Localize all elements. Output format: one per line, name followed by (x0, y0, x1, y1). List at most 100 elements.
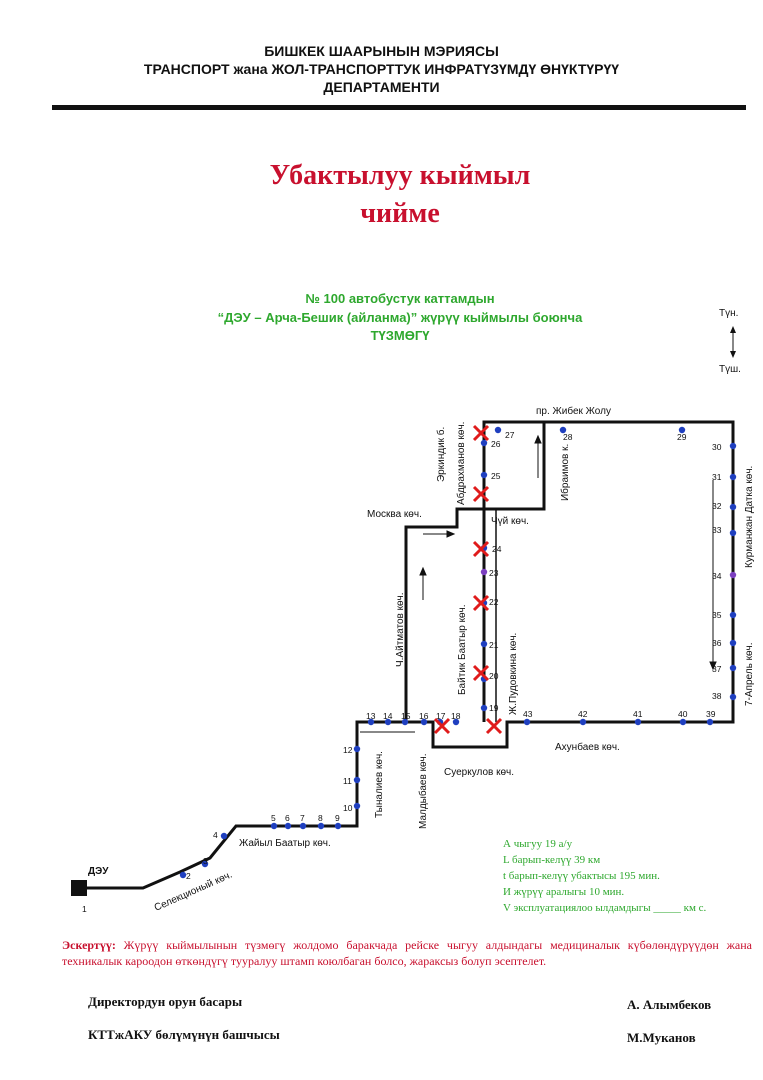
route-ibraimov-segment (484, 422, 546, 511)
closure-cross-2-stroke-2 (472, 485, 490, 503)
route-abdrakhmanov-segment (404, 422, 486, 722)
stop-marker-38 (729, 693, 737, 701)
stop-number-29: 29 (677, 432, 687, 442)
title-line-2: чийме (360, 198, 440, 229)
header-line-3: ДЕПАРТАМЕНТИ (323, 79, 440, 95)
street-tynaliev: Тыналиев көч. (374, 751, 385, 818)
stop-number-9: 9 (335, 813, 340, 823)
street-moskva: Москва көч. (367, 509, 422, 520)
stop-number-8: 8 (318, 813, 323, 823)
subtitle-line-2: “ДЭУ – Арча-Бешик (айланма)” жүрүү кыймы… (217, 310, 583, 325)
stop-marker-34 (729, 571, 737, 579)
street-chui: Чүй көч. (491, 516, 529, 527)
stop-marker-28 (559, 426, 567, 434)
stop-marker-33 (729, 529, 737, 537)
terminal-label: ДЭУ (88, 866, 109, 877)
closure-cross-5-stroke-2 (472, 664, 490, 682)
stop-marker-3 (201, 860, 209, 868)
stop-number-33: 33 (712, 525, 722, 535)
stop-number-36: 36 (712, 638, 722, 648)
stop-number-26: 26 (491, 439, 501, 449)
stop-marker-26 (480, 439, 488, 447)
stop-number-43: 43 (523, 709, 533, 719)
stop-marker-41 (634, 718, 642, 726)
stop-number-23: 23 (489, 568, 499, 578)
stop-number-39: 39 (706, 709, 716, 719)
stop-number-21: 21 (489, 640, 499, 650)
stop-number-17: 17 (436, 711, 446, 721)
signature-role-1: Директордун орун басары (88, 994, 243, 1009)
stop-number-32: 32 (712, 501, 722, 511)
stop-number-41: 41 (633, 709, 643, 719)
note-text: Жүрүү кыймылынын түзмөгү жолдомо баракча… (62, 938, 752, 968)
stop-marker-14 (384, 718, 392, 726)
stop-number-20: 20 (489, 671, 499, 681)
subtitle-line-1: № 100 автобустук каттамдын (305, 291, 495, 306)
stop-marker-42 (579, 718, 587, 726)
stop-number-3: 3 (203, 856, 208, 866)
stop-number-15: 15 (401, 711, 411, 721)
stop-number-28: 28 (563, 432, 573, 442)
terminal-square (71, 880, 87, 896)
stop-marker-37 (729, 664, 737, 672)
stop-marker-9 (334, 822, 342, 830)
stop-number-12: 12 (343, 745, 353, 755)
arrow-kurmanzhan-head (709, 661, 717, 671)
stop-number-19: 19 (489, 703, 499, 713)
stop-marker-29 (678, 426, 686, 434)
stop-marker-31 (729, 473, 737, 481)
compass-north-label: Түн. (719, 308, 738, 319)
header-line-2: ТРАНСПОРТ жана ЖОЛ-ТРАНСПОРТТУК ИНФРАТҮЗ… (143, 61, 620, 77)
info-interval: И жүрүү аралыгы 10 мин. (503, 886, 625, 898)
stop-marker-6 (284, 822, 292, 830)
street-suerkulov: Суеркулов көч. (444, 767, 514, 778)
stop-number-31: 31 (712, 472, 722, 482)
street-kurmanzhan: Курманжан Датка көч. (744, 466, 755, 568)
route-info: А чыгуу 19 а/у L барып-келүү 39 км t бар… (503, 836, 706, 916)
stop-number-25: 25 (491, 471, 501, 481)
closure-cross-7-stroke-2 (485, 717, 503, 735)
closure-cross-4-stroke-2 (472, 594, 490, 612)
stop-marker-36 (729, 639, 737, 647)
stop-number-27: 27 (505, 430, 515, 440)
street-aitmatov: Ч.Айтматов көч. (395, 592, 406, 667)
signature-role-2: КТТжАКУ бөлүмүнүн башчысы (88, 1027, 280, 1042)
note-label: Эскертүү: (62, 938, 116, 952)
stop-marker-40 (679, 718, 687, 726)
stop-marker-11 (353, 776, 361, 784)
stop-number-35: 35 (712, 610, 722, 620)
stop-number-38: 38 (712, 691, 722, 701)
stop-marker-12 (353, 745, 361, 753)
stop-marker-5 (270, 822, 278, 830)
info-speed: V эксплуатациялоо ылдамдыгы _____ км с. (503, 902, 707, 914)
stop-number-5: 5 (271, 813, 276, 823)
stop-marker-25 (480, 471, 488, 479)
stop-number-7: 7 (300, 813, 305, 823)
signature-name-2: М.Муканов (627, 1030, 696, 1045)
stop-marker-30 (729, 442, 737, 450)
closure-cross-3-stroke-2 (472, 540, 490, 558)
compass: Түн. Түш. (719, 308, 741, 375)
stop-marker-18 (452, 718, 460, 726)
street-zhaiyl: Жайыл Баатыр көч. (239, 838, 331, 849)
stop-number-11: 11 (343, 776, 352, 786)
street-selektsionny: Селекционый көч. (153, 869, 234, 913)
info-departures: А чыгуу 19 а/у (503, 838, 573, 850)
stop-marker-39 (706, 718, 714, 726)
direction-arrows (419, 434, 717, 671)
header-line-1: БИШКЕК ШААРЫНЫН МЭРИЯСЫ (264, 43, 499, 59)
terminal-stop-number: 1 (82, 904, 87, 914)
street-ibraimov: Ибраимов к. (559, 444, 571, 501)
stop-marker-32 (729, 503, 737, 511)
title-line-1: Убактылуу кыймыл (269, 160, 531, 191)
stop-number-6: 6 (285, 813, 290, 823)
stop-marker-7 (299, 822, 307, 830)
stop-marker-10 (353, 802, 361, 810)
closures-layer (433, 424, 503, 735)
stop-number-10: 10 (343, 803, 353, 813)
stop-marker-21 (480, 640, 488, 648)
stop-number-34: 34 (712, 571, 722, 581)
arrow-aitmatov-head (419, 566, 427, 576)
stop-marker-4 (220, 832, 228, 840)
